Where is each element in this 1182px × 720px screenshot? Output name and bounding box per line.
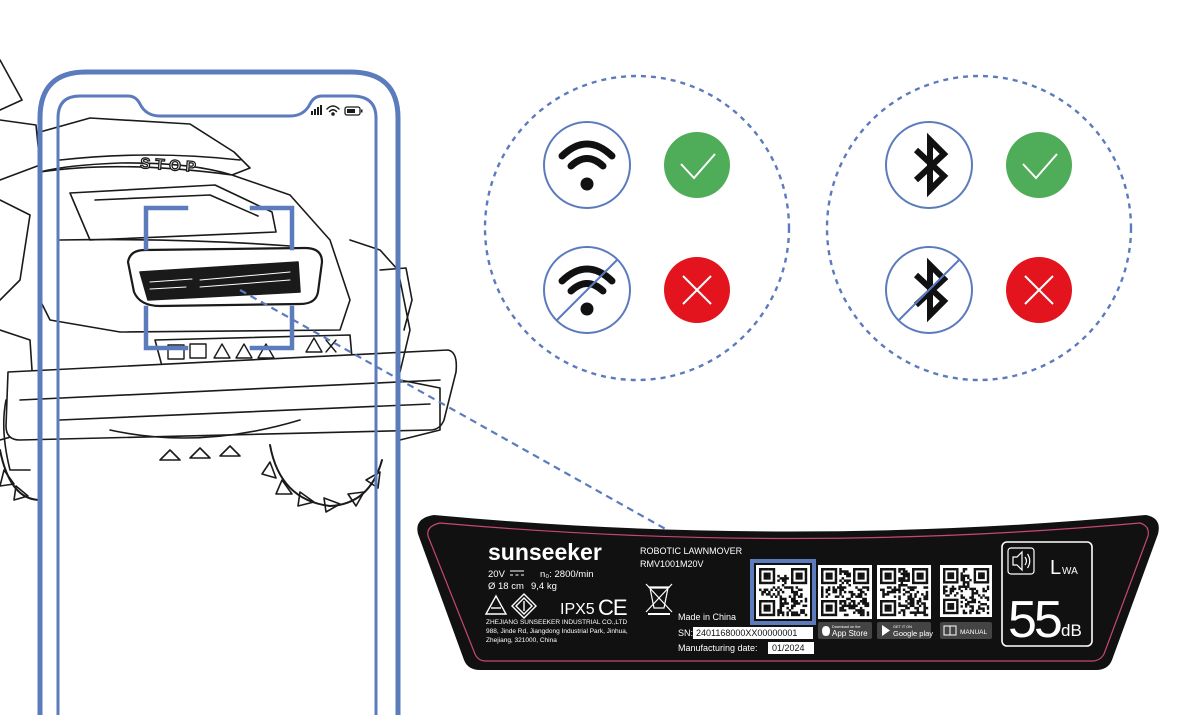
- cross-icon: [664, 257, 730, 323]
- noise-level-box: [1001, 541, 1093, 647]
- appstore-badge-small: Download on the: [832, 625, 861, 629]
- apple-icon: [822, 626, 830, 636]
- qr-highlight-frame: [750, 559, 816, 625]
- googleplay-qr-code-icon[interactable]: [877, 565, 931, 619]
- mower-stop-label: STOP: [140, 155, 202, 176]
- noise-subscript: WA: [1062, 566, 1078, 577]
- double-insulation-icon: [511, 593, 537, 619]
- device-qr-code-icon[interactable]: [756, 565, 810, 619]
- warning-symbol-icon: [484, 594, 508, 615]
- label-mfg-caption: Manufacturing date:: [678, 643, 758, 653]
- label-sn-value: 2401168000XX00000001: [696, 628, 797, 638]
- label-origin: Made in China: [678, 612, 736, 622]
- wifi-off-icon: [543, 246, 631, 334]
- noise-unit: dB: [1061, 621, 1082, 640]
- label-voltage: 20V: [488, 569, 506, 580]
- label-sn-caption: SN:: [678, 628, 693, 638]
- appstore-badge[interactable]: App Store: [832, 629, 868, 638]
- dc-symbol-icon: [510, 570, 524, 576]
- label-mfg-value: 01/2024: [772, 643, 805, 653]
- phone: [37, 69, 401, 715]
- label-company: ZHEJIANG SUNSEEKER INDUSTRIAL CO.,LTD: [486, 619, 628, 626]
- wifi-status-panel: [483, 74, 791, 382]
- wifi-icon: [543, 121, 631, 209]
- play-icon: [882, 625, 890, 636]
- label-address-2: Zhejiang, 321000, China: [486, 637, 557, 644]
- checkmark-icon: [1006, 132, 1072, 198]
- googleplay-badge[interactable]: Google play: [893, 629, 933, 638]
- checkmark-icon: [664, 132, 730, 198]
- manual-badge[interactable]: MANUAL: [960, 629, 987, 636]
- phone-outer-frame: [37, 69, 401, 715]
- label-address-1: 988, Jinde Rd, Jiangdong Industrial Park…: [486, 628, 628, 635]
- label-cut-diameter: Ø 18 cm: [488, 581, 524, 592]
- label-ip-rating: IPX5: [560, 601, 595, 618]
- phone-screen-edge: [56, 94, 378, 715]
- noise-symbol: L: [1050, 557, 1061, 579]
- label-model: RMV1001M20V: [640, 559, 704, 569]
- product-rating-label: sunseeker 20V n₀: 2800/min Ø 18 cm 9,4 k…: [417, 515, 1159, 670]
- book-icon: [943, 625, 957, 636]
- scan-frame-icon: [143, 205, 295, 351]
- label-ce-mark: CE: [598, 595, 627, 620]
- battery-icon: [344, 106, 363, 116]
- bluetooth-status-panel: [825, 74, 1133, 382]
- label-speed: n₀: 2800/min: [540, 569, 594, 580]
- bluetooth-icon: [885, 121, 973, 209]
- mower-illustration: [0, 59, 458, 513]
- label-brand: sunseeker: [488, 539, 602, 565]
- wifi-status-icon: [326, 105, 340, 116]
- bluetooth-off-icon: [885, 246, 973, 334]
- manual-qr-code-icon[interactable]: [940, 565, 992, 617]
- noise-value: 55: [1008, 591, 1061, 649]
- signal-icon: [311, 105, 322, 115]
- speaker-icon: [1012, 550, 1031, 572]
- label-product-type: ROBOTIC LAWNMOVER: [640, 546, 743, 556]
- label-weight: 9,4 kg: [531, 581, 557, 592]
- appstore-qr-code-icon[interactable]: [818, 565, 872, 619]
- googleplay-badge-small: GET IT ON: [893, 625, 912, 629]
- weee-bin-icon: [645, 583, 673, 615]
- cross-icon: [1006, 257, 1072, 323]
